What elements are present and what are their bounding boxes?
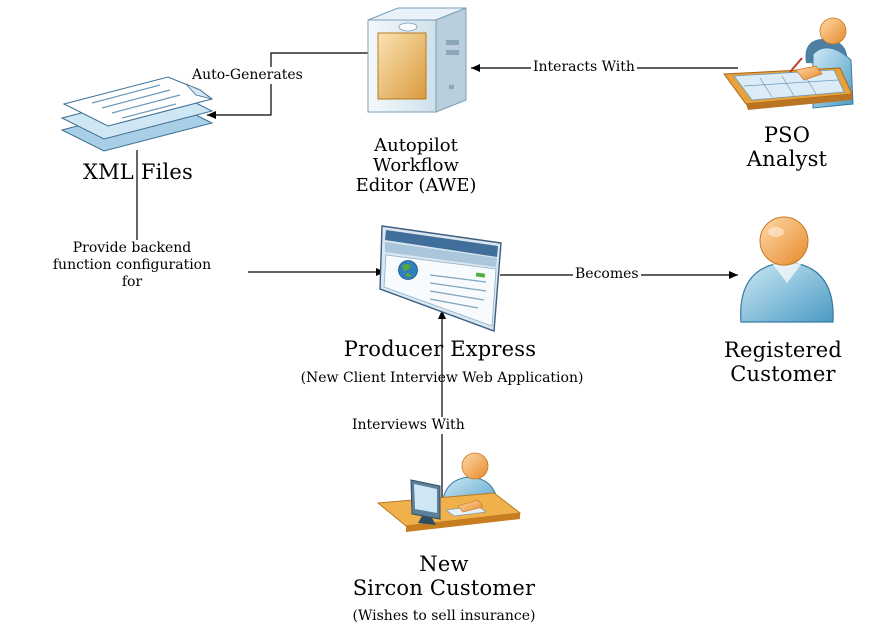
edge-label-provide-line2: function configuration	[52, 256, 212, 273]
edge-label-becomes: Becomes	[573, 266, 641, 283]
registered-customer-line2: Customer	[730, 361, 836, 386]
producer-express-title: Producer Express	[343, 337, 537, 361]
awe-label-line2: Workflow	[373, 155, 459, 177]
new-customer-label: New Sircon Customer	[300, 552, 588, 600]
person-at-drafting-table-icon	[723, 17, 854, 110]
connector-auto-generates	[207, 52, 383, 119]
registered-customer-label: Registered Customer	[690, 338, 876, 386]
server-tower-icon	[367, 7, 467, 113]
producer-express-subtitle: (New Client Interview Web Application)	[300, 370, 584, 386]
awe-label-line1: Autopilot	[374, 135, 458, 156]
registered-customer-line1: Registered	[724, 338, 842, 362]
edge-label-interacts-with: Interacts With	[531, 59, 637, 76]
person-at-computer-icon	[376, 452, 522, 532]
pso-analyst-line1: PSO	[763, 123, 811, 147]
new-customer-subtitle: (Wishes to sell insurance)	[352, 608, 536, 624]
new-customer-line2: Sircon Customer	[352, 575, 536, 600]
edge-label-provide-backend: Provide backend function configuration f…	[16, 240, 248, 291]
edge-label-provide-line3: for	[121, 273, 143, 290]
pso-analyst-line2: Analyst	[746, 146, 828, 171]
edge-label-provide-line1: Provide backend	[72, 240, 192, 256]
web-browser-window-icon	[379, 225, 502, 332]
edge-label-interviews-with: Interviews With	[350, 417, 467, 434]
pso-analyst-label: PSO Analyst	[720, 123, 854, 171]
new-customer-line1: New	[419, 552, 469, 576]
xml-files-label: XML Files	[82, 160, 194, 184]
awe-label-line3: Editor (AWE)	[355, 175, 477, 197]
documents-stack-icon	[60, 76, 214, 152]
awe-label: Autopilot Workflow Editor (AWE)	[332, 135, 500, 197]
person-icon	[740, 216, 834, 323]
edge-label-auto-generates: Auto-Generates	[190, 67, 305, 84]
